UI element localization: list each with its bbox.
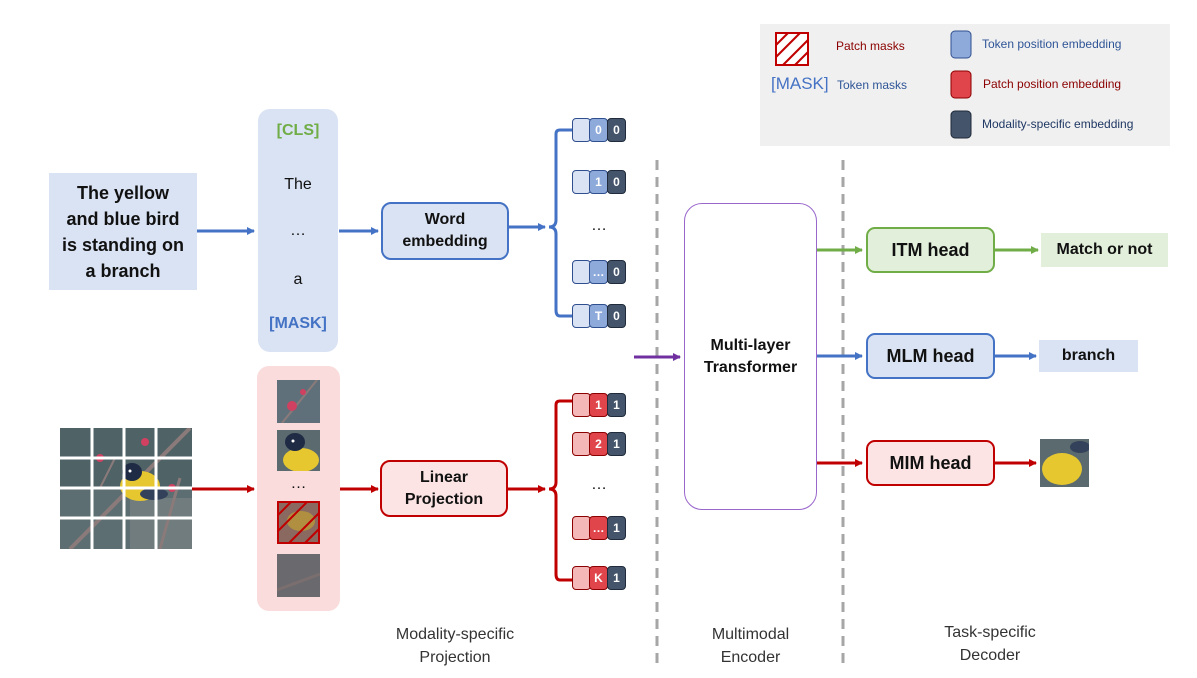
mim-head: MIM head (866, 440, 995, 486)
legend-token-position-label: Token position embedding (982, 37, 1122, 51)
image-token-modality: 1 (607, 516, 626, 540)
legend-patch-masks-label: Patch masks (836, 39, 905, 53)
image-token-position: 2 (589, 432, 608, 456)
transformer-line-1: Multi-layer (710, 336, 791, 354)
token-column (258, 109, 338, 352)
linear-projection-line-1: Linear (419, 468, 468, 486)
caption-decoder-line-1: Task-specific (944, 624, 1036, 641)
text-token-3: …0 (572, 260, 627, 284)
caption-encoder: Multimodal Encoder (684, 623, 817, 669)
image-token-position: 1 (589, 393, 608, 417)
sentence-line-2: and blue bird (66, 208, 180, 229)
caption-projection-line-1: Modality-specific (395, 626, 515, 643)
patch-image-2 (277, 430, 320, 472)
transformer-line-2: Transformer (703, 358, 798, 376)
text-token-modality: 0 (607, 170, 626, 194)
input-bird-image (60, 428, 192, 549)
image-token-position: … (589, 516, 608, 540)
image-token-modality: 1 (607, 393, 626, 417)
legend-patch-position-label: Patch position embedding (983, 77, 1122, 91)
multi-layer-transformer: Multi-layer Transformer (684, 203, 817, 510)
mlm-head: MLM head (866, 333, 995, 379)
text-tokens-ellipsis: … (591, 217, 607, 234)
caption-decoder: Task-specific Decoder (925, 621, 1055, 667)
image-token-position: K (589, 566, 608, 590)
legend-mask-token: [MASK] (771, 74, 829, 93)
text-token-position: … (589, 260, 608, 284)
itm-head: ITM head (866, 227, 995, 273)
patch-mask-legend-icon (775, 32, 809, 66)
linear-projection-line-2: Projection (404, 490, 484, 508)
image-token-3: …1 (572, 516, 627, 540)
sentence-line-1: The yellow (76, 182, 170, 203)
itm-output: Match or not (1041, 233, 1168, 267)
patch-image-k (276, 554, 321, 597)
token-a: a (293, 271, 303, 288)
caption-decoder-line-2: Decoder (959, 647, 1021, 664)
patch-position-swatch (950, 70, 972, 99)
token-cls: [CLS] (276, 122, 320, 139)
mlm-output: branch (1039, 340, 1138, 372)
word-embedding-line-2: embedding (402, 233, 488, 250)
caption-encoder-line-1: Multimodal (711, 626, 790, 643)
text-token-modality: 0 (607, 118, 626, 142)
token-the: The (284, 176, 312, 193)
image-tokens-ellipsis: … (591, 476, 607, 493)
legend-modality-label: Modality-specific embedding (982, 117, 1134, 131)
caption-projection-line-2: Projection (419, 649, 491, 666)
patch-image-1 (277, 379, 320, 424)
text-token-position: T (589, 304, 608, 328)
token-ellipsis: … (290, 222, 306, 239)
caption-encoder-line-2: Encoder (720, 649, 781, 666)
patch-ellipsis: … (290, 475, 307, 492)
legend-token-masks-label: Token masks (837, 78, 908, 92)
sentence-line-4: a branch (85, 260, 161, 281)
image-token-bracket (548, 399, 573, 582)
text-input-sentence: The yellow and blue bird is standing on … (49, 173, 197, 290)
mim-output-patch (1040, 439, 1090, 487)
masked-patch (277, 501, 320, 544)
word-embedding-box: Word embedding (381, 202, 509, 260)
linear-projection-box: Linear Projection (380, 460, 508, 517)
text-token-modality: 0 (607, 260, 626, 284)
sentence-line-3: is standing on (61, 234, 184, 255)
text-token-position: 0 (589, 118, 608, 142)
image-token-modality: 1 (607, 432, 626, 456)
bird-photo-illustration (60, 428, 192, 549)
modality-swatch (950, 110, 972, 139)
text-token-modality: 0 (607, 304, 626, 328)
token-position-swatch (950, 30, 972, 59)
token-mask: [MASK] (269, 315, 327, 332)
caption-projection: Modality-specific Projection (370, 623, 540, 669)
text-token-position: 1 (589, 170, 608, 194)
text-token-bracket (548, 128, 573, 318)
word-embedding-line-1: Word (424, 211, 466, 228)
image-token-modality: 1 (607, 566, 626, 590)
